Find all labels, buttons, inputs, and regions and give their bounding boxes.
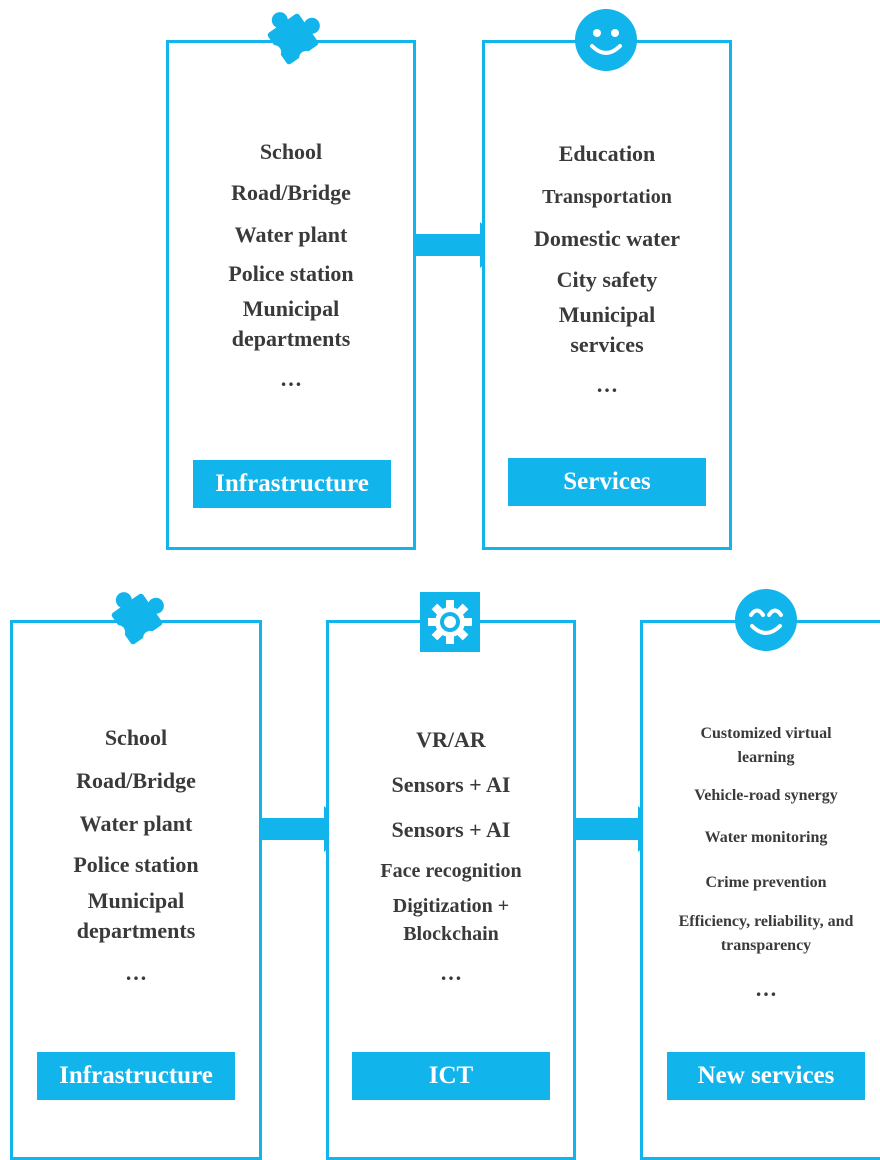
- list-item: Road/Bridge: [76, 768, 196, 793]
- list-item: Face recognition: [380, 860, 522, 882]
- list-item: Water plant: [79, 811, 193, 836]
- list-item: Education: [558, 141, 656, 166]
- bottom-infrastructure-items: School Road/Bridge Water plant Police st…: [10, 720, 262, 988]
- infrastructure-label: Infrastructure: [37, 1052, 235, 1100]
- services-label: Services: [508, 458, 706, 506]
- list-item: Efficiency, reliability, and transparenc…: [678, 913, 854, 954]
- new-services-label: New services: [667, 1052, 865, 1100]
- list-item: …: [280, 366, 302, 391]
- list-item: Sensors + AI: [391, 772, 511, 797]
- puzzle-icon: [258, 4, 328, 74]
- top-infrastructure-items: School Road/Bridge Water plant Police st…: [166, 134, 416, 394]
- list-item: Vehicle-road synergy: [694, 787, 838, 804]
- list-item: …: [755, 976, 777, 1001]
- infrastructure-label: Infrastructure: [193, 460, 391, 508]
- smiley-icon: [574, 8, 638, 72]
- list-item: Transportation: [542, 186, 672, 208]
- list-item: Municipal services: [558, 302, 656, 357]
- list-item: School: [259, 139, 323, 164]
- list-item: Water monitoring: [704, 829, 828, 846]
- top-services-items: Education Transportation Domestic water …: [482, 136, 732, 400]
- list-item: …: [440, 960, 462, 985]
- list-item: …: [596, 372, 618, 397]
- list-item: Domestic water: [534, 226, 680, 251]
- list-item: Road/Bridge: [231, 180, 351, 205]
- gear-icon: [420, 592, 480, 652]
- ict-items: VR/AR Sensors + AI Sensors + AI Face rec…: [326, 722, 576, 988]
- ict-label: ICT: [352, 1052, 550, 1100]
- list-item: Municipal departments: [231, 296, 351, 351]
- happy-face-icon: [734, 588, 798, 652]
- list-item: Sensors + AI: [391, 817, 511, 842]
- list-item: City safety: [556, 267, 658, 292]
- list-item: VR/AR: [416, 727, 486, 752]
- list-item: Municipal departments: [76, 888, 196, 943]
- list-item: …: [125, 960, 147, 985]
- list-item: Crime prevention: [705, 874, 827, 891]
- list-item: Digitization + Blockchain: [392, 895, 510, 945]
- list-item: Police station: [228, 261, 354, 286]
- list-item: Police station: [73, 852, 199, 877]
- list-item: School: [104, 725, 168, 750]
- puzzle-icon: [102, 584, 172, 654]
- new-services-items: Customized virtual learning Vehicle-road…: [640, 722, 880, 1004]
- list-item: Customized virtual learning: [700, 725, 832, 766]
- list-item: Water plant: [234, 222, 348, 247]
